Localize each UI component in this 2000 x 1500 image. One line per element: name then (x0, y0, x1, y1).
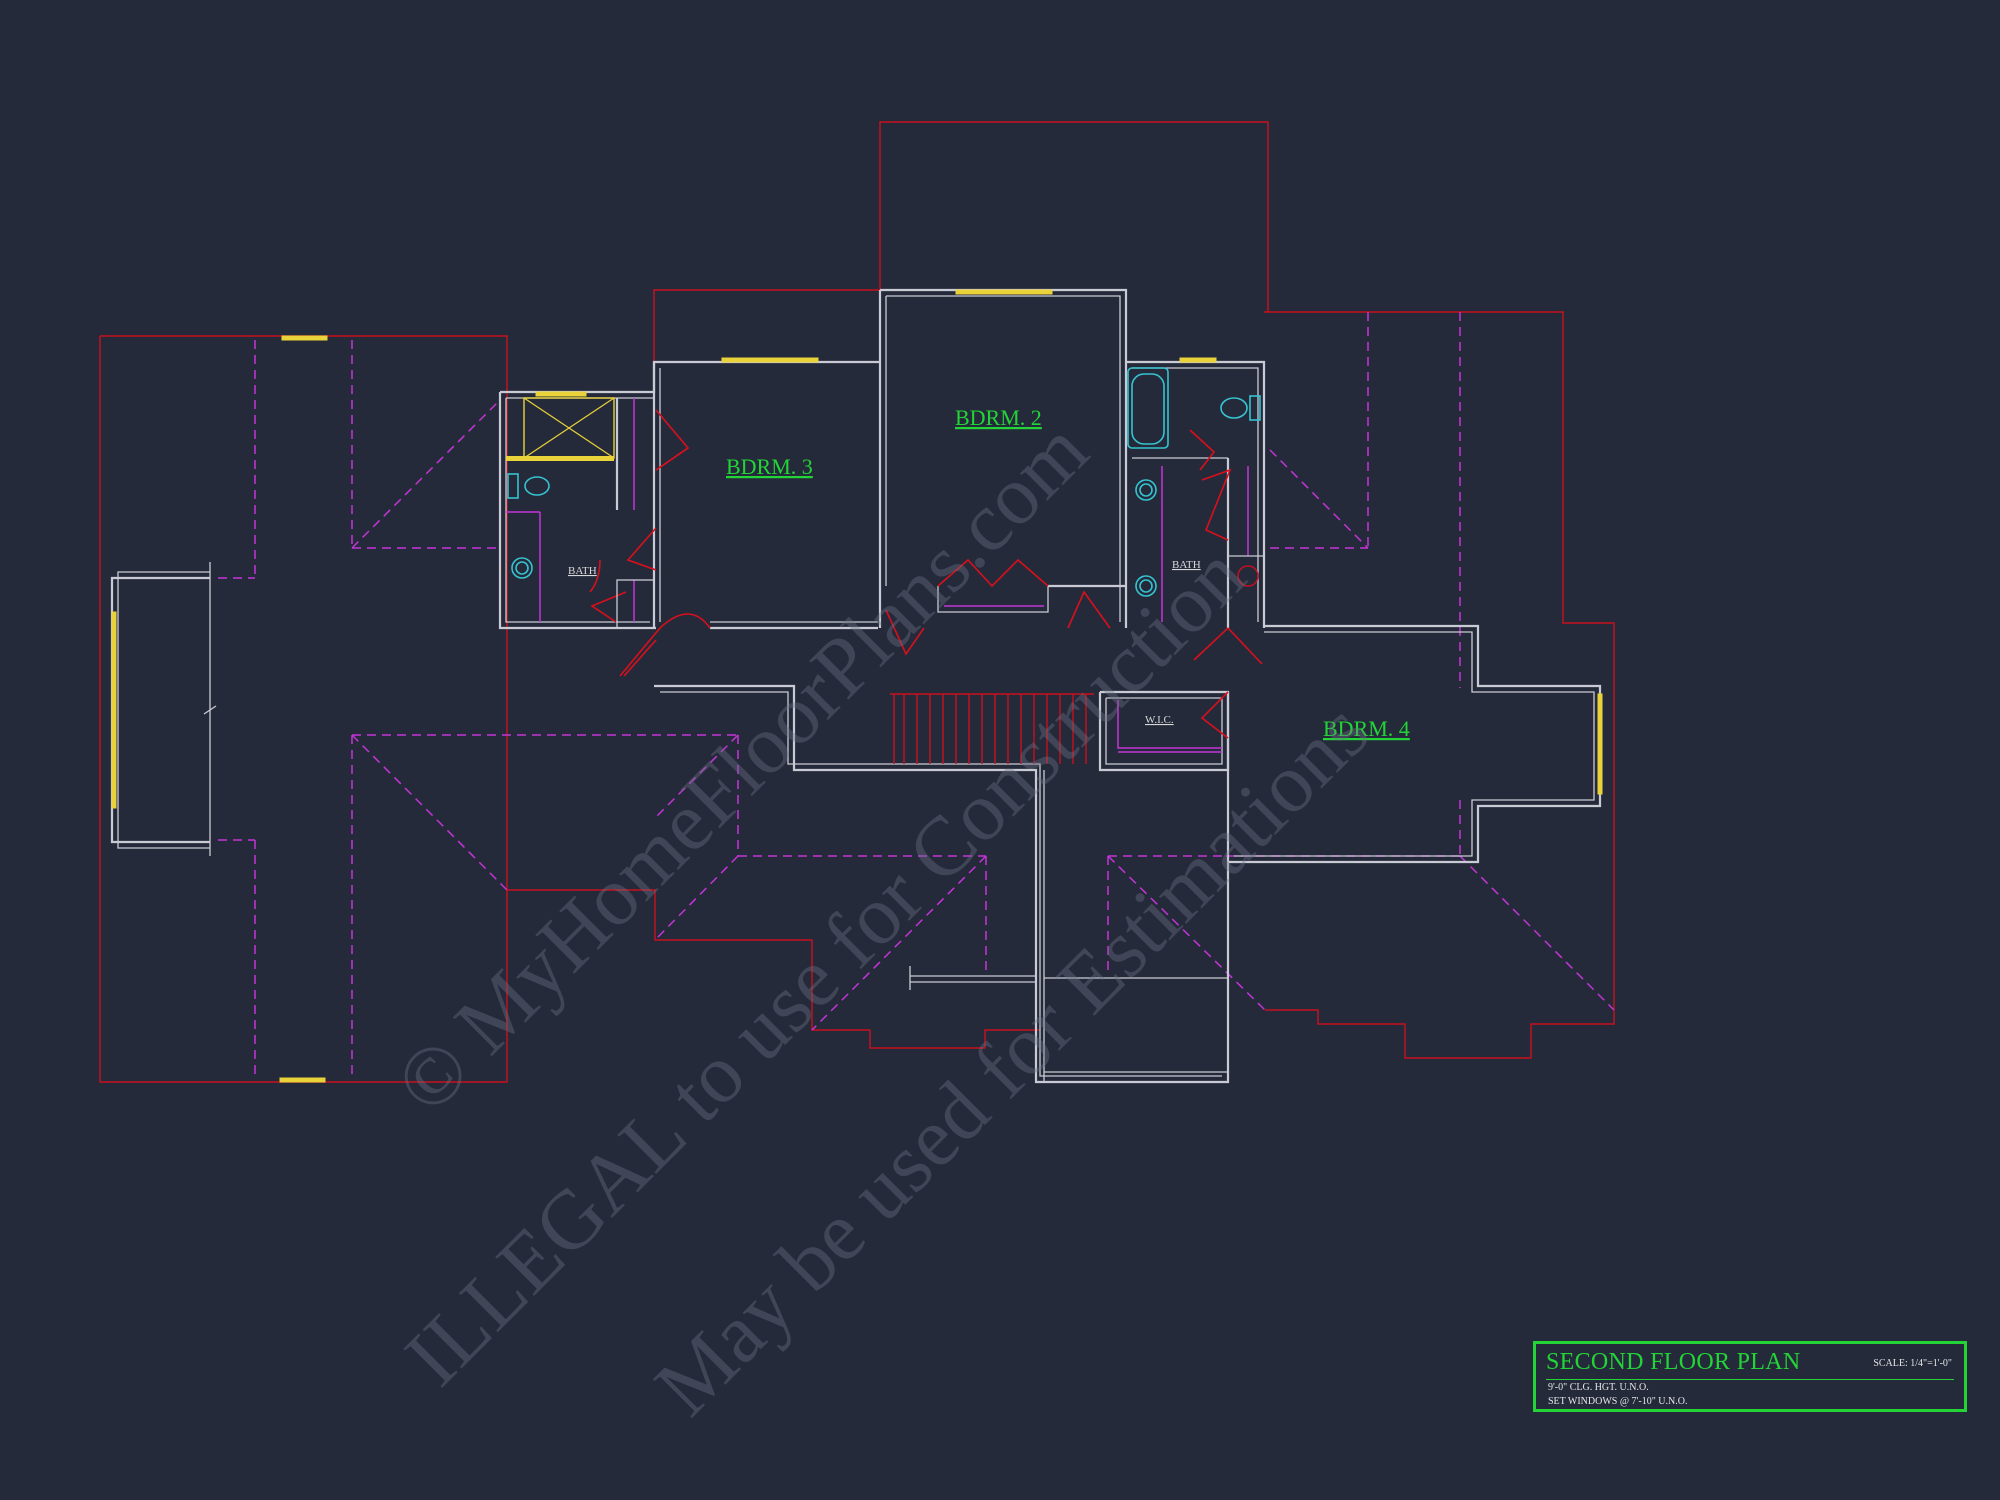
stair (890, 693, 1094, 764)
toilet-tank (507, 473, 519, 499)
toilet (1220, 397, 1248, 419)
walls (110, 288, 1602, 1084)
ceiling-height-note: 9'-0" CLG. HGT. U.N.O. (1548, 1382, 1649, 1393)
window (111, 611, 117, 809)
bath-fixtures (506, 367, 1264, 753)
sink (511, 557, 533, 579)
window-height-note: SET WINDOWS @ 7'-10" U.N.O. (1548, 1396, 1688, 1407)
room-label-bdrm3: BDRM. 3 (726, 454, 813, 479)
room-label-bath-right: BATH (1172, 559, 1201, 571)
window (1179, 357, 1217, 363)
window (721, 357, 819, 363)
room-label-bdrm4: BDRM. 4 (1323, 716, 1410, 741)
room-label-bdrm2: BDRM. 2 (955, 405, 1042, 430)
roof-outline (99, 121, 1615, 1083)
break-lines (203, 705, 911, 990)
drawing-scale: SCALE: 1/4"=1'-0" (1873, 1358, 1952, 1369)
watermark: © MyHomeFloorPlans.com ILLEGAL to use fo… (378, 403, 1387, 1433)
window (279, 1077, 326, 1083)
title-block: SECOND FLOOR PLAN SCALE: 1/4"=1'-0" 9'-0… (1533, 1341, 1967, 1412)
bathtub (1127, 367, 1169, 449)
roof-hip-lines (218, 312, 1615, 1076)
window (281, 335, 328, 341)
title-underline (1546, 1379, 1954, 1380)
sink (1135, 575, 1157, 597)
room-label-bath-left: BATH (568, 565, 597, 577)
window (1597, 693, 1603, 795)
doors (589, 409, 1263, 739)
sink (1135, 479, 1157, 501)
room-label-wic: W.I.C. (1145, 714, 1174, 726)
water-heater (1237, 565, 1259, 587)
windows (111, 289, 1603, 1083)
window (535, 391, 587, 397)
window (955, 289, 1053, 295)
toilet (524, 476, 550, 496)
drawing-title: SECOND FLOOR PLAN (1546, 1349, 1801, 1375)
